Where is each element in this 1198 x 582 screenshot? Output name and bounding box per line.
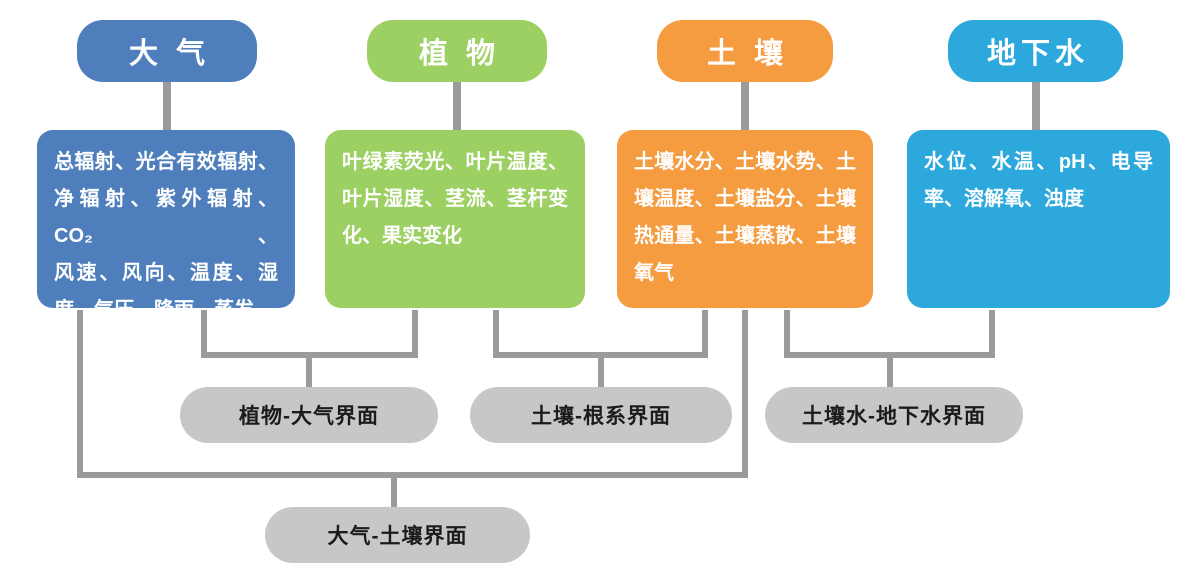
node-plant-variables: 叶绿素荧光、叶片温度、 叶片湿度、茎流、茎杆变 化、果实变化 bbox=[325, 130, 585, 308]
link-soilwater-groundwater-bus bbox=[784, 352, 995, 358]
node-groundwater-header: 地下水 bbox=[948, 20, 1123, 82]
variables-line: 度、气压、降雨、蒸发 bbox=[54, 299, 254, 321]
stem-groundwater bbox=[1032, 82, 1040, 130]
stem-plant bbox=[453, 82, 461, 130]
link-soil-root-bus bbox=[493, 352, 708, 358]
link-soilwater-groundwater-drop bbox=[887, 358, 893, 390]
link-atmosphere-soil-bus bbox=[77, 472, 748, 478]
interface-atmosphere-soil: 大气-土壤界面 bbox=[265, 507, 530, 563]
link-soilwater-groundwater-right bbox=[989, 310, 995, 358]
link-soilwater-groundwater-left bbox=[784, 310, 790, 358]
variables-line: 土壤水分、土壤水势、土 bbox=[634, 151, 856, 173]
link-atmosphere-soil-drop bbox=[391, 478, 397, 510]
variables-line: 化、果实变化 bbox=[342, 225, 462, 247]
link-plant-atmosphere-left bbox=[201, 310, 207, 358]
variables-line: 叶片湿度、茎流、茎杆变 bbox=[342, 188, 568, 210]
variables-line: 总辐射、光合有效辐射、 bbox=[54, 151, 278, 173]
link-soil-root-right bbox=[702, 310, 708, 358]
link-plant-atmosphere-drop bbox=[306, 358, 312, 390]
node-soil-variables: 土壤水分、土壤水势、土 壤温度、土壤盐分、土壤 热通量、土壤蒸散、土壤 氧气 bbox=[617, 130, 873, 308]
node-soil-header: 土 壤 bbox=[657, 20, 833, 82]
interface-plant-atmosphere: 植物-大气界面 bbox=[180, 387, 438, 443]
variables-line: 热通量、土壤蒸散、土壤 bbox=[634, 225, 856, 247]
stem-atmosphere bbox=[163, 82, 171, 130]
variables-line: 壤温度、土壤盐分、土壤 bbox=[634, 188, 856, 210]
node-plant-header: 植 物 bbox=[367, 20, 547, 82]
variables-line: 风速、风向、温度、湿 bbox=[54, 262, 278, 284]
stem-soil bbox=[741, 82, 749, 130]
variables-line: 净辐射、紫外辐射、CO₂、 bbox=[54, 188, 278, 247]
link-atmosphere-soil-left bbox=[77, 310, 83, 478]
variables-line: 水位、水温、pH、电导 bbox=[924, 151, 1153, 173]
variables-line: 氧气 bbox=[634, 262, 674, 284]
link-plant-atmosphere-bus bbox=[201, 352, 418, 358]
node-atmosphere-variables: 总辐射、光合有效辐射、 净辐射、紫外辐射、CO₂、 风速、风向、温度、湿 度、气… bbox=[37, 130, 295, 321]
node-groundwater-variables: 水位、水温、pH、电导 率、溶解氧、浊度 bbox=[907, 130, 1170, 308]
link-soil-root-drop bbox=[598, 358, 604, 390]
interface-soil-root: 土壤-根系界面 bbox=[470, 387, 732, 443]
variables-line: 叶绿素荧光、叶片温度、 bbox=[342, 151, 568, 173]
interface-soilwater-groundwater: 土壤水-地下水界面 bbox=[765, 387, 1023, 443]
variables-line: 率、溶解氧、浊度 bbox=[924, 188, 1084, 210]
link-plant-atmosphere-right bbox=[412, 310, 418, 358]
link-atmosphere-soil-right bbox=[742, 310, 748, 478]
link-soil-root-left bbox=[493, 310, 499, 358]
node-atmosphere-header: 大 气 bbox=[77, 20, 257, 82]
